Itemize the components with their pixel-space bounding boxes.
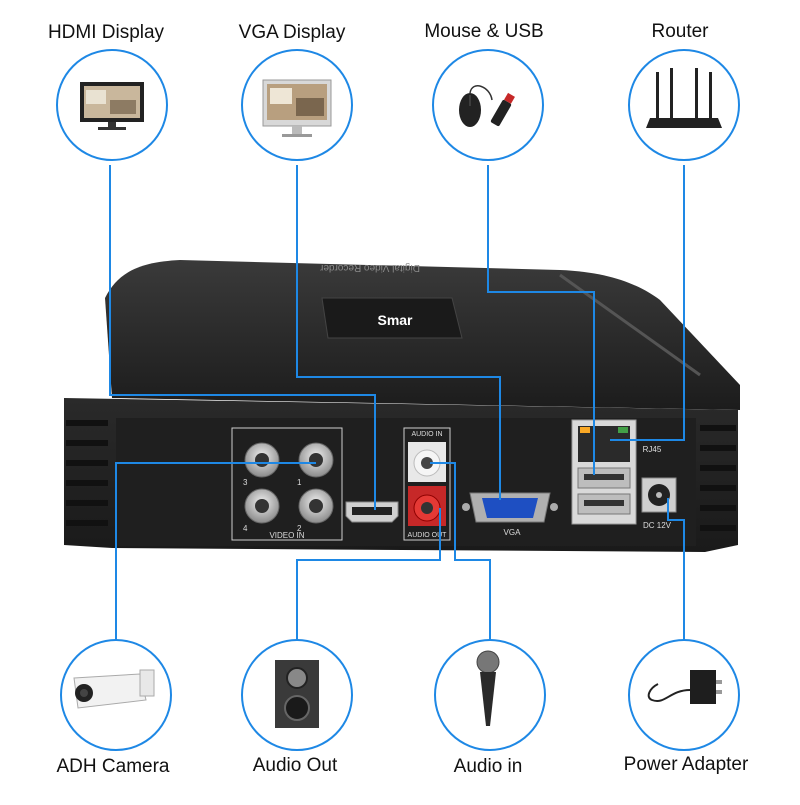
vga-port-label: VGA	[504, 528, 522, 537]
bnc-1-label: 1	[297, 478, 302, 487]
node-power-adapter	[628, 639, 740, 751]
node-vga-display	[241, 49, 353, 161]
label-power-adapter: Power Adapter	[623, 754, 749, 775]
hdmi-port	[345, 501, 399, 523]
dc-power-jack: DC 12V	[641, 477, 677, 530]
vent-ridges-left	[66, 420, 108, 526]
mouse-icon	[459, 85, 493, 127]
label-vga-display: VGA Display	[238, 22, 346, 43]
usb-drive-icon	[490, 92, 515, 127]
label-audio-in: Audio in	[453, 756, 523, 777]
video-in-label: VIDEO IN	[269, 531, 304, 540]
rj45-label: RJ45	[643, 445, 662, 454]
node-adh-camera	[60, 639, 172, 751]
video-in-panel: 3 1 4 2 VIDEO IN	[231, 427, 343, 541]
node-mouse-usb	[432, 49, 544, 161]
node-router	[628, 49, 740, 161]
node-audio-out	[241, 639, 353, 751]
network-usb-block: RJ45	[571, 419, 662, 525]
bnc-port-2: 2	[297, 488, 334, 533]
tv-icon	[80, 82, 144, 130]
label-audio-out: Audio Out	[252, 755, 338, 776]
monitor-icon	[262, 79, 332, 137]
line-router	[610, 165, 685, 441]
camera-icon	[73, 669, 155, 709]
node-hdmi-display	[56, 49, 168, 161]
dc-label: DC 12V	[643, 521, 672, 530]
bnc-4-label: 4	[243, 524, 248, 533]
model-text: Digital Video Recorder	[319, 262, 420, 273]
dvr-device: Smar Digital Video Recorder 3 1 4	[64, 260, 740, 552]
power-adapter-icon	[647, 670, 722, 704]
line-power	[667, 498, 685, 640]
brand-text: Smar	[377, 312, 413, 328]
speaker-icon	[275, 660, 319, 728]
node-audio-in	[434, 639, 546, 751]
bnc-2-label: 2	[297, 524, 302, 533]
brand-badge: Smar	[321, 297, 463, 339]
line-audio-out	[296, 508, 441, 640]
connector-lines	[109, 165, 685, 640]
line-camera	[115, 462, 316, 640]
vga-port: VGA	[462, 492, 558, 537]
line-usb	[487, 165, 595, 475]
label-adh-camera: ADH Camera	[56, 756, 170, 777]
bnc-3-label: 3	[243, 478, 248, 487]
audio-in-port-label: AUDIO IN	[411, 431, 442, 438]
label-mouse-usb: Mouse & USB	[424, 21, 544, 42]
line-vga	[296, 165, 501, 500]
vent-ridges-right	[700, 425, 736, 531]
label-router: Router	[651, 21, 709, 42]
bnc-port-4: 4	[243, 488, 280, 533]
audio-out-port-label: AUDIO OUT	[408, 532, 448, 539]
line-hdmi	[109, 165, 376, 510]
router-icon	[646, 68, 722, 128]
microphone-icon	[476, 650, 500, 726]
bnc-port-3: 3	[243, 442, 280, 487]
line-audio-in	[430, 462, 491, 640]
label-hdmi-display: HDMI Display	[47, 22, 165, 43]
